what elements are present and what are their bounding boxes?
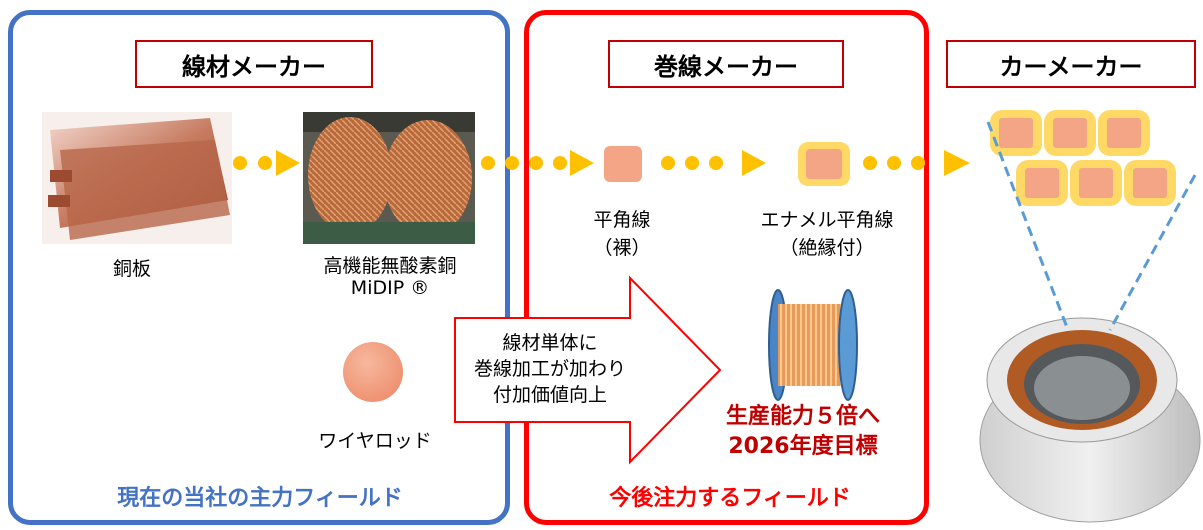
arrow-note-line2: 巻線加工が加わり xyxy=(473,358,626,380)
big-hollow-arrow xyxy=(454,275,722,465)
midip-label-line1: 高機能無酸素銅 xyxy=(323,255,457,277)
copper-plate-label: 銅板 xyxy=(112,258,151,280)
copper-plate-image xyxy=(42,112,232,244)
target-line1: 生産能力５倍へ xyxy=(725,404,880,429)
flat-wire-label-line2: （裸） xyxy=(593,237,651,259)
dotted-arrow-3 xyxy=(661,150,766,176)
coil-maker-panel xyxy=(524,10,929,525)
enamel-wire-square xyxy=(798,142,850,186)
stator-image xyxy=(979,317,1201,523)
midip-coil-image xyxy=(303,112,475,244)
current-field-label: 現在の当社の主力フィールド xyxy=(117,486,403,511)
enamel-wire-label-line1: エナメル平角線 xyxy=(760,209,894,231)
wire-maker-title: 線材メーカー xyxy=(135,40,373,88)
target-line2: 2026年度目標 xyxy=(728,434,878,459)
zoom-line-left xyxy=(986,121,1070,331)
stacked-wires xyxy=(990,110,1176,206)
arrow-note-line3: 付加価値向上 xyxy=(492,384,607,406)
dotted-arrow-2 xyxy=(481,150,594,176)
dotted-arrow-4 xyxy=(863,150,970,176)
wire-maker-panel xyxy=(8,10,510,525)
enamel-wire-label-line2: （絶縁付） xyxy=(779,237,875,259)
flat-wire-label-line1: 平角線 xyxy=(593,209,651,231)
arrow-note-line1: 線材単体に xyxy=(502,332,598,354)
wire-rod-circle xyxy=(343,342,403,402)
midip-label-line2: MiDIP ® xyxy=(350,277,430,299)
car-maker-title: カーメーカー xyxy=(946,40,1196,88)
zoom-line-right xyxy=(1108,174,1197,331)
coil-maker-title: 巻線メーカー xyxy=(608,40,844,88)
future-field-label: 今後注力するフィールド xyxy=(609,486,851,511)
wire-bobbin xyxy=(768,289,858,401)
dotted-arrow-1 xyxy=(233,150,300,176)
flat-wire-square xyxy=(604,146,642,182)
wire-rod-label: ワイヤロッド xyxy=(318,430,432,452)
